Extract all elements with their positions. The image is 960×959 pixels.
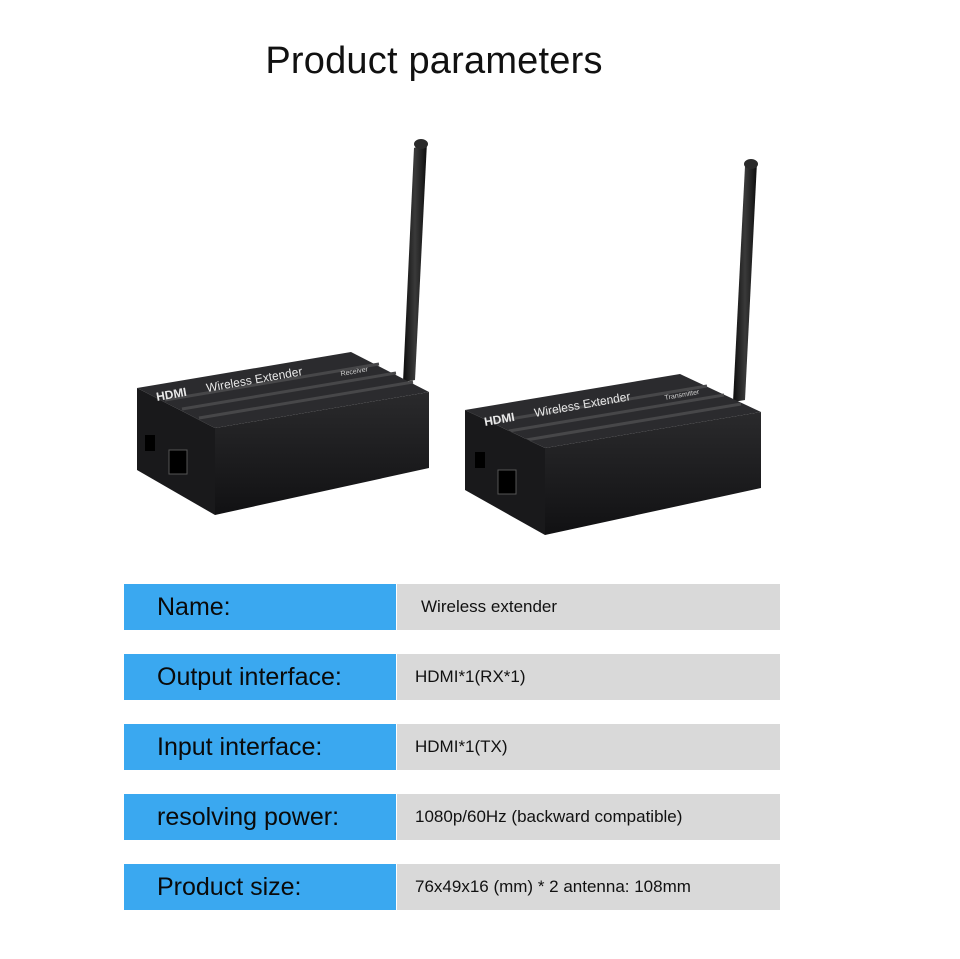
page-title: Product parameters: [265, 40, 603, 82]
spec-row-resolving-power: resolving power: 1080p/60Hz (backward co…: [124, 794, 780, 840]
spec-row-input-interface: Input interface: HDMI*1(TX): [124, 724, 780, 770]
transmitter-brand: HDMI: [483, 410, 516, 429]
spec-label: Input interface:: [124, 724, 396, 770]
spec-row-product-size: Product size: 76x49x16 (mm) * 2 antenna:…: [124, 864, 780, 910]
receiver-device: HDMI Wireless Extender Receiver: [137, 139, 429, 515]
spec-label: Name:: [124, 584, 396, 630]
spec-value: Wireless extender: [397, 584, 780, 630]
spec-label: resolving power:: [124, 794, 396, 840]
receiver-antenna: [403, 142, 427, 382]
spec-table: Name: Wireless extender Output interface…: [124, 584, 780, 934]
product-photo: HDMI Wireless Extender Receiver HDMI Wir…: [137, 139, 761, 535]
spec-label: Product size:: [124, 864, 396, 910]
transmitter-device: HDMI Wireless Extender Transmitter: [465, 159, 761, 535]
spec-value: HDMI*1(TX): [397, 724, 780, 770]
spec-value: HDMI*1(RX*1): [397, 654, 780, 700]
spec-value: 76x49x16 (mm) * 2 antenna: 108mm: [397, 864, 780, 910]
transmitter-antenna: [733, 162, 757, 402]
spec-value: 1080p/60Hz (backward compatible): [397, 794, 780, 840]
receiver-role: Receiver: [340, 366, 369, 378]
spec-row-name: Name: Wireless extender: [124, 584, 780, 630]
receiver-brand: HDMI: [155, 385, 188, 404]
spec-row-output-interface: Output interface: HDMI*1(RX*1): [124, 654, 780, 700]
spec-label: Output interface:: [124, 654, 396, 700]
